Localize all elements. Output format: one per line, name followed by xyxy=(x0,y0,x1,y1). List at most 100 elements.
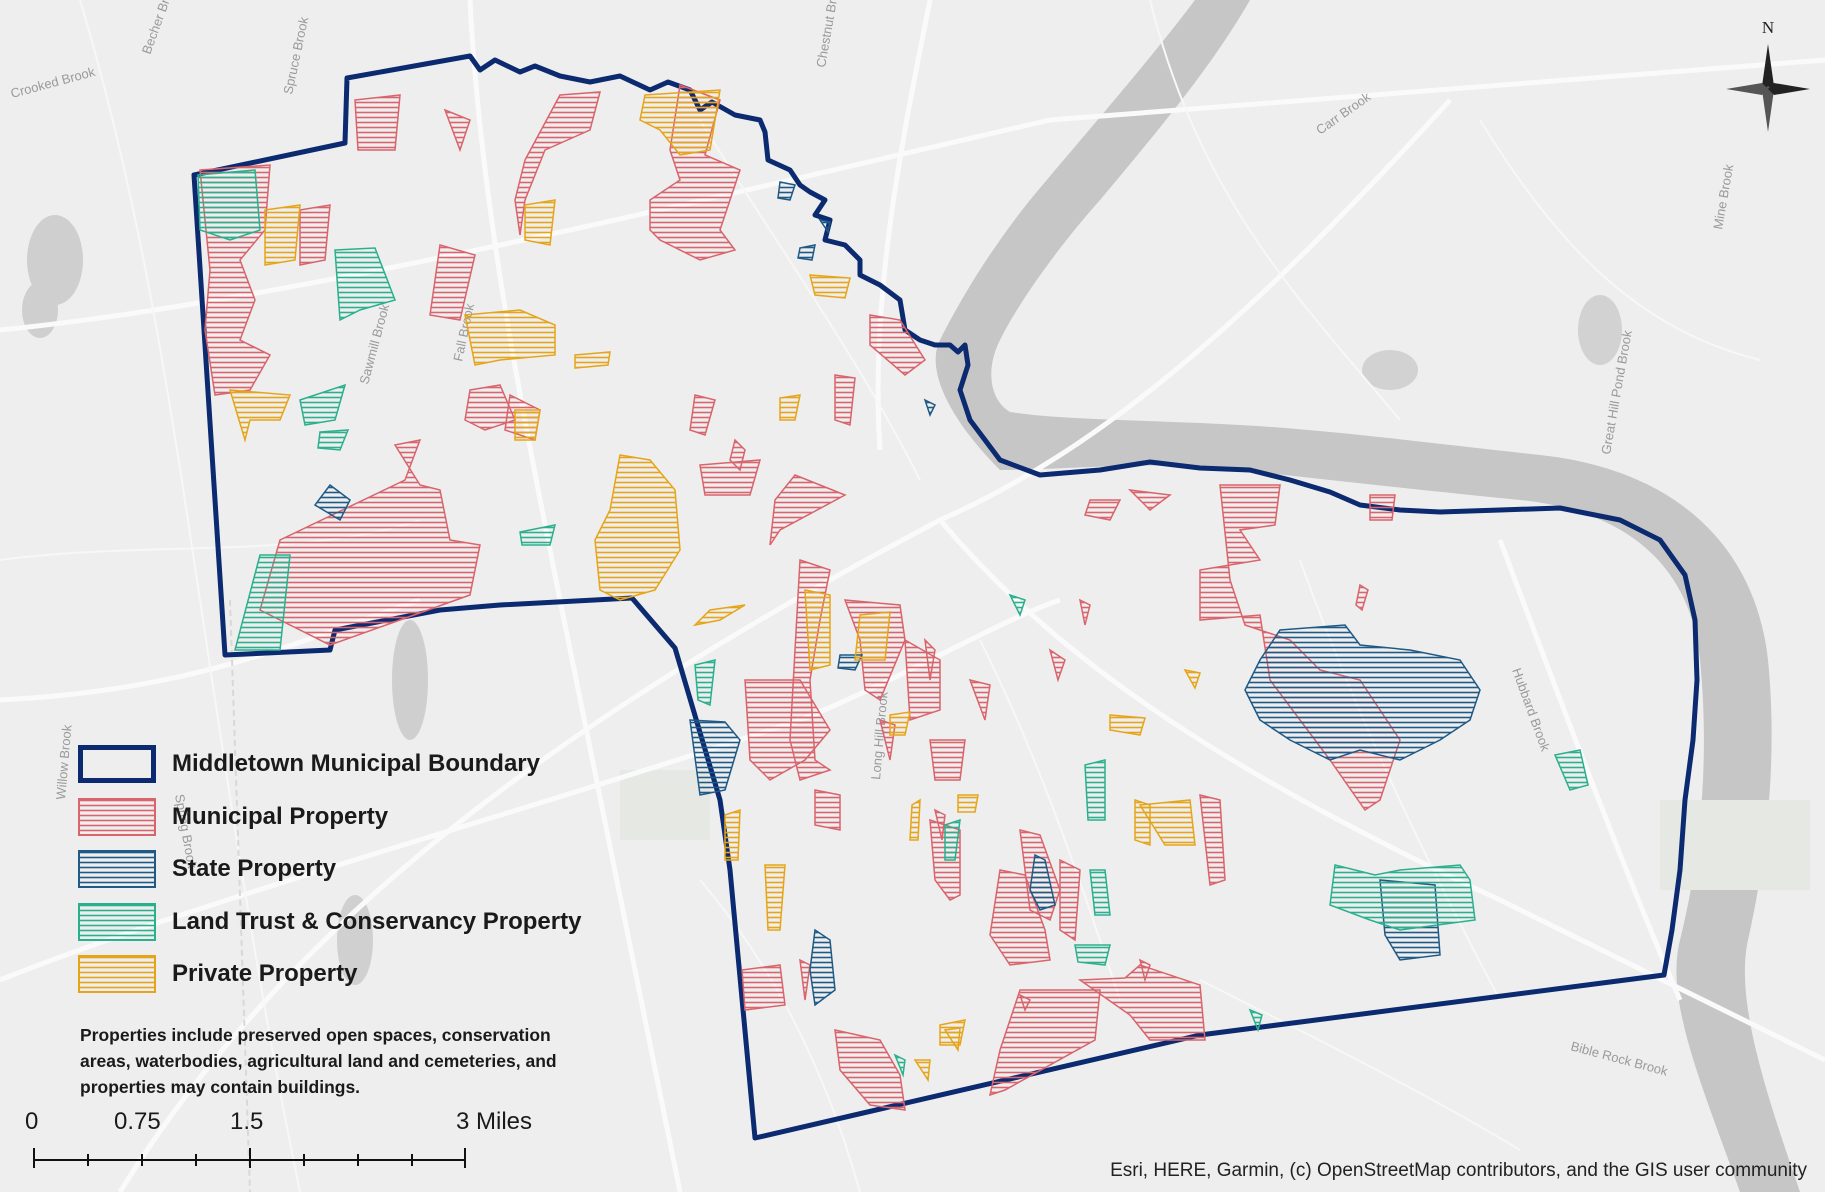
municipal-parcel[interactable] xyxy=(929,739,966,781)
municipal-parcel[interactable] xyxy=(989,869,1051,966)
private-parcel[interactable] xyxy=(943,1027,961,1053)
municipal-parcel[interactable] xyxy=(923,637,936,681)
landtrust-parcel[interactable] xyxy=(1248,1008,1263,1033)
municipal-parcel[interactable] xyxy=(1084,499,1122,521)
state-parcel[interactable] xyxy=(797,244,816,261)
landtrust-parcel[interactable] xyxy=(893,1053,906,1078)
landtrust-parcel[interactable] xyxy=(197,169,261,241)
scale-label-0-75: 0.75 xyxy=(114,1108,161,1135)
landtrust-parcel[interactable] xyxy=(1008,593,1026,617)
municipal-parcel[interactable] xyxy=(354,94,401,151)
landtrust-parcel[interactable] xyxy=(1329,864,1476,931)
municipal-parcel[interactable] xyxy=(968,678,991,721)
municipal-parcel[interactable] xyxy=(429,244,476,321)
state-parcel[interactable] xyxy=(313,483,351,522)
private-parcels xyxy=(228,89,1201,1083)
state-parcel[interactable] xyxy=(809,928,836,1007)
municipal-parcel[interactable] xyxy=(814,789,841,831)
landtrust-parcel[interactable] xyxy=(234,554,291,651)
municipal-parcel[interactable] xyxy=(799,958,811,1001)
municipal-parcel[interactable] xyxy=(699,459,762,496)
private-parcel[interactable] xyxy=(809,274,851,299)
private-parcel[interactable] xyxy=(804,589,831,671)
municipal-parcel[interactable] xyxy=(649,83,741,261)
state-parcel[interactable] xyxy=(923,398,937,417)
landtrust-parcel[interactable] xyxy=(317,429,350,451)
private-parcel[interactable] xyxy=(764,864,786,931)
municipal-parcel[interactable] xyxy=(741,964,786,1011)
municipal-parcel[interactable] xyxy=(1138,958,1151,983)
landtrust-parcel[interactable] xyxy=(944,818,961,861)
north-label: N xyxy=(1761,18,1775,37)
landtrust-parcel[interactable] xyxy=(1084,759,1106,821)
state-parcel[interactable] xyxy=(1244,624,1481,761)
private-parcel[interactable] xyxy=(1138,799,1196,846)
landtrust-parcel[interactable] xyxy=(299,383,347,426)
municipal-parcel[interactable] xyxy=(834,374,856,427)
municipal-parcel[interactable] xyxy=(744,679,831,781)
private-parcel[interactable] xyxy=(692,604,746,627)
private-parcel[interactable] xyxy=(957,794,979,813)
private-parcel[interactable] xyxy=(574,351,611,369)
private-parcel[interactable] xyxy=(913,1059,931,1083)
private-parcel[interactable] xyxy=(639,89,721,156)
scale-bar: 0 0.75 1.5 3 Miles xyxy=(25,1108,532,1174)
private-parcel[interactable] xyxy=(1109,714,1146,736)
landtrust-parcel[interactable] xyxy=(519,524,557,546)
legend: Middletown Municipal Boundary Municipal … xyxy=(78,738,638,1001)
legend-item-land-trust: Land Trust & Conservancy Property xyxy=(78,896,638,949)
private-parcel[interactable] xyxy=(854,611,891,661)
municipal-parcel[interactable] xyxy=(1048,648,1066,683)
municipal-parcel[interactable] xyxy=(464,384,517,431)
lake xyxy=(1362,350,1418,390)
state-swatch xyxy=(78,850,156,889)
private-parcel[interactable] xyxy=(228,389,292,443)
private-parcel[interactable] xyxy=(889,711,911,736)
state-parcel[interactable] xyxy=(689,719,741,796)
state-parcel[interactable] xyxy=(1029,853,1056,911)
landtrust-parcel[interactable] xyxy=(334,247,396,322)
municipal-parcel[interactable] xyxy=(1059,858,1081,942)
municipal-parcel[interactable] xyxy=(689,394,716,436)
municipal-parcel[interactable] xyxy=(1078,598,1091,626)
municipal-swatch xyxy=(78,797,156,836)
private-parcel[interactable] xyxy=(594,454,681,601)
private-parcel[interactable] xyxy=(909,798,921,841)
municipal-parcel[interactable] xyxy=(1355,583,1369,612)
landtrust-parcel[interactable] xyxy=(694,659,716,707)
private-parcel[interactable] xyxy=(264,204,301,266)
private-parcel[interactable] xyxy=(1183,668,1201,690)
municipal-parcel[interactable] xyxy=(1199,794,1226,887)
scale-ruler xyxy=(33,1148,466,1168)
landtrust-parcel[interactable] xyxy=(1089,869,1111,916)
municipal-parcel[interactable] xyxy=(443,108,471,153)
lake xyxy=(392,620,428,740)
municipal-parcel[interactable] xyxy=(1077,964,1206,1041)
municipal-parcel[interactable] xyxy=(1369,494,1396,521)
state-parcel[interactable] xyxy=(777,181,796,201)
private-parcel[interactable] xyxy=(524,199,556,246)
legend-label-state: State Property xyxy=(172,855,337,883)
municipal-parcel[interactable] xyxy=(834,1029,906,1111)
state-parcel[interactable] xyxy=(818,218,831,234)
municipal-parcel[interactable] xyxy=(729,438,746,472)
municipal-parcel[interactable] xyxy=(869,314,927,376)
municipal-parcel[interactable] xyxy=(1018,993,1032,1012)
municipal-parcel[interactable] xyxy=(769,474,847,546)
boundary-swatch xyxy=(78,745,156,784)
landtrust-parcel[interactable] xyxy=(1553,749,1589,791)
municipal-parcel[interactable] xyxy=(514,91,601,236)
park-area xyxy=(620,770,710,840)
private-parcel[interactable] xyxy=(724,808,741,861)
legend-label-boundary: Middletown Municipal Boundary xyxy=(172,750,540,778)
private-parcel[interactable] xyxy=(779,394,801,421)
scale-label-1-5: 1.5 xyxy=(230,1108,264,1135)
municipal-parcel[interactable] xyxy=(259,438,481,646)
landtrust-parcel[interactable] xyxy=(1074,944,1111,966)
private-parcel[interactable] xyxy=(514,409,541,441)
legend-item-boundary: Middletown Municipal Boundary xyxy=(78,738,638,791)
municipal-parcel[interactable] xyxy=(1127,488,1172,511)
private-parcel[interactable] xyxy=(464,309,556,366)
municipal-parcel[interactable] xyxy=(299,204,331,266)
